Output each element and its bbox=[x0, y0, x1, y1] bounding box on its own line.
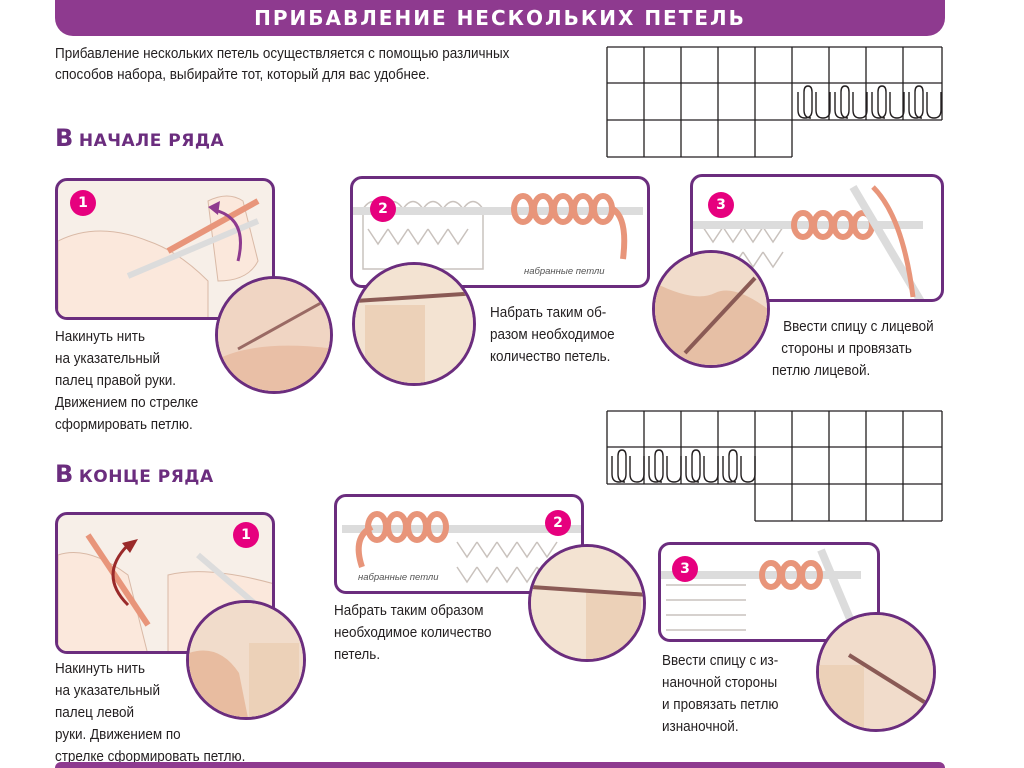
caption-line: Набрать таким образом bbox=[334, 603, 484, 619]
section-heading-end: В КОНЦЕ РЯДА bbox=[55, 460, 214, 488]
intro-line-2: способов набора, выбирайте тот, который … bbox=[55, 67, 430, 83]
step-end-1-badge: 1 bbox=[233, 522, 259, 548]
step-start-2-label: набранные петли bbox=[524, 266, 605, 277]
caption-line: на указательный bbox=[55, 351, 161, 367]
step-start-3-caption: Ввести спицу с лицевой стороны и провяза… bbox=[772, 316, 934, 382]
caption-line: руки. Движением по bbox=[55, 727, 181, 743]
caption-line: палец левой bbox=[55, 705, 135, 721]
caption-line: наночной стороны bbox=[662, 675, 778, 691]
bottom-bar bbox=[55, 762, 945, 768]
photo-placeholder bbox=[355, 265, 473, 383]
loop-symbols bbox=[797, 85, 942, 119]
step-end-3-caption: Ввести спицу с из- наночной стороны и пр… bbox=[662, 650, 778, 738]
heading-end-rest: КОНЦЕ РЯДА bbox=[78, 467, 214, 487]
caption-line: Движением по стрелке bbox=[55, 395, 199, 411]
heading-start-letter: В bbox=[55, 124, 74, 152]
step-end-2-caption: Набрать таким образом необходимое количе… bbox=[334, 600, 492, 666]
caption-line: на указательный bbox=[55, 683, 161, 699]
caption-line: петель. bbox=[334, 647, 381, 663]
step-start-1-badge: 1 bbox=[70, 190, 96, 216]
caption-line: необходимое количество bbox=[334, 625, 492, 641]
step-end-2-badge: 2 bbox=[545, 510, 571, 536]
caption-line: палец правой руки. bbox=[55, 373, 177, 389]
photo-placeholder bbox=[655, 253, 767, 365]
caption-line: Накинуть нить bbox=[55, 661, 145, 677]
step-end-1-caption: Накинуть нить на указательный палец лево… bbox=[55, 658, 245, 768]
step-end-3-badge: 3 bbox=[672, 556, 698, 582]
section-heading-start: В НАЧАЛЕ РЯДА bbox=[55, 124, 224, 152]
chart-grid-end bbox=[606, 410, 944, 522]
caption-line: петлю лицевой. bbox=[772, 363, 871, 379]
caption-line: стороны и провязать bbox=[781, 341, 912, 357]
step-start-2-photo bbox=[352, 262, 476, 386]
step-end-1-photo bbox=[186, 600, 306, 720]
step-start-3-photo bbox=[652, 250, 770, 368]
photo-placeholder bbox=[218, 279, 330, 391]
heading-start-rest: НАЧАЛЕ РЯДА bbox=[78, 131, 225, 151]
step-start-1-photo bbox=[215, 276, 333, 394]
step-end-3-image bbox=[658, 542, 880, 642]
step-start-2-badge: 2 bbox=[370, 196, 396, 222]
photo-placeholder bbox=[531, 547, 643, 659]
step-start-2-caption: Набрать таким об- разом необходимое коли… bbox=[490, 302, 615, 368]
photo-placeholder bbox=[819, 615, 933, 729]
loop-symbols bbox=[611, 449, 756, 483]
caption-line: и провязать петлю bbox=[662, 697, 779, 713]
grid-svg-start bbox=[606, 46, 943, 158]
caption-line: изнаночной. bbox=[662, 719, 739, 735]
step-start-3-badge: 3 bbox=[708, 192, 734, 218]
step-start-1-image bbox=[55, 178, 275, 320]
grid-svg-end bbox=[606, 410, 943, 522]
intro-text: Прибавление нескольких петель осуществля… bbox=[55, 44, 539, 86]
caption-line: разом необходимое bbox=[490, 327, 615, 343]
caption-line: Ввести спицу с лицевой bbox=[783, 319, 934, 335]
stitches-illustration bbox=[342, 511, 581, 584]
page-title: ПРИБАВЛЕНИЕ НЕСКОЛЬКИХ ПЕТЕЛЬ bbox=[254, 6, 746, 30]
hand-illustration bbox=[58, 195, 260, 317]
step-start-1-caption: Накинуть нить на указательный палец прав… bbox=[55, 326, 198, 436]
step-end-3-photo bbox=[816, 612, 936, 732]
caption-line: сформировать петлю. bbox=[55, 417, 193, 433]
caption-line: стрелке сформировать петлю. bbox=[55, 749, 246, 765]
caption-line: Накинуть нить bbox=[55, 329, 145, 345]
step-end-2-label: набранные петли bbox=[358, 572, 439, 583]
step-end-2-photo bbox=[528, 544, 646, 662]
title-bar: ПРИБАВЛЕНИЕ НЕСКОЛЬКИХ ПЕТЕЛЬ bbox=[55, 0, 945, 36]
caption-line: Ввести спицу с из- bbox=[662, 653, 779, 669]
caption-line: Набрать таким об- bbox=[490, 305, 607, 321]
chart-grid-start bbox=[606, 46, 944, 158]
heading-end-letter: В bbox=[55, 460, 74, 488]
intro-line-1: Прибавление нескольких петель осуществля… bbox=[55, 46, 510, 62]
caption-line: количество петель. bbox=[490, 349, 611, 365]
stitches-illustration bbox=[693, 184, 925, 299]
